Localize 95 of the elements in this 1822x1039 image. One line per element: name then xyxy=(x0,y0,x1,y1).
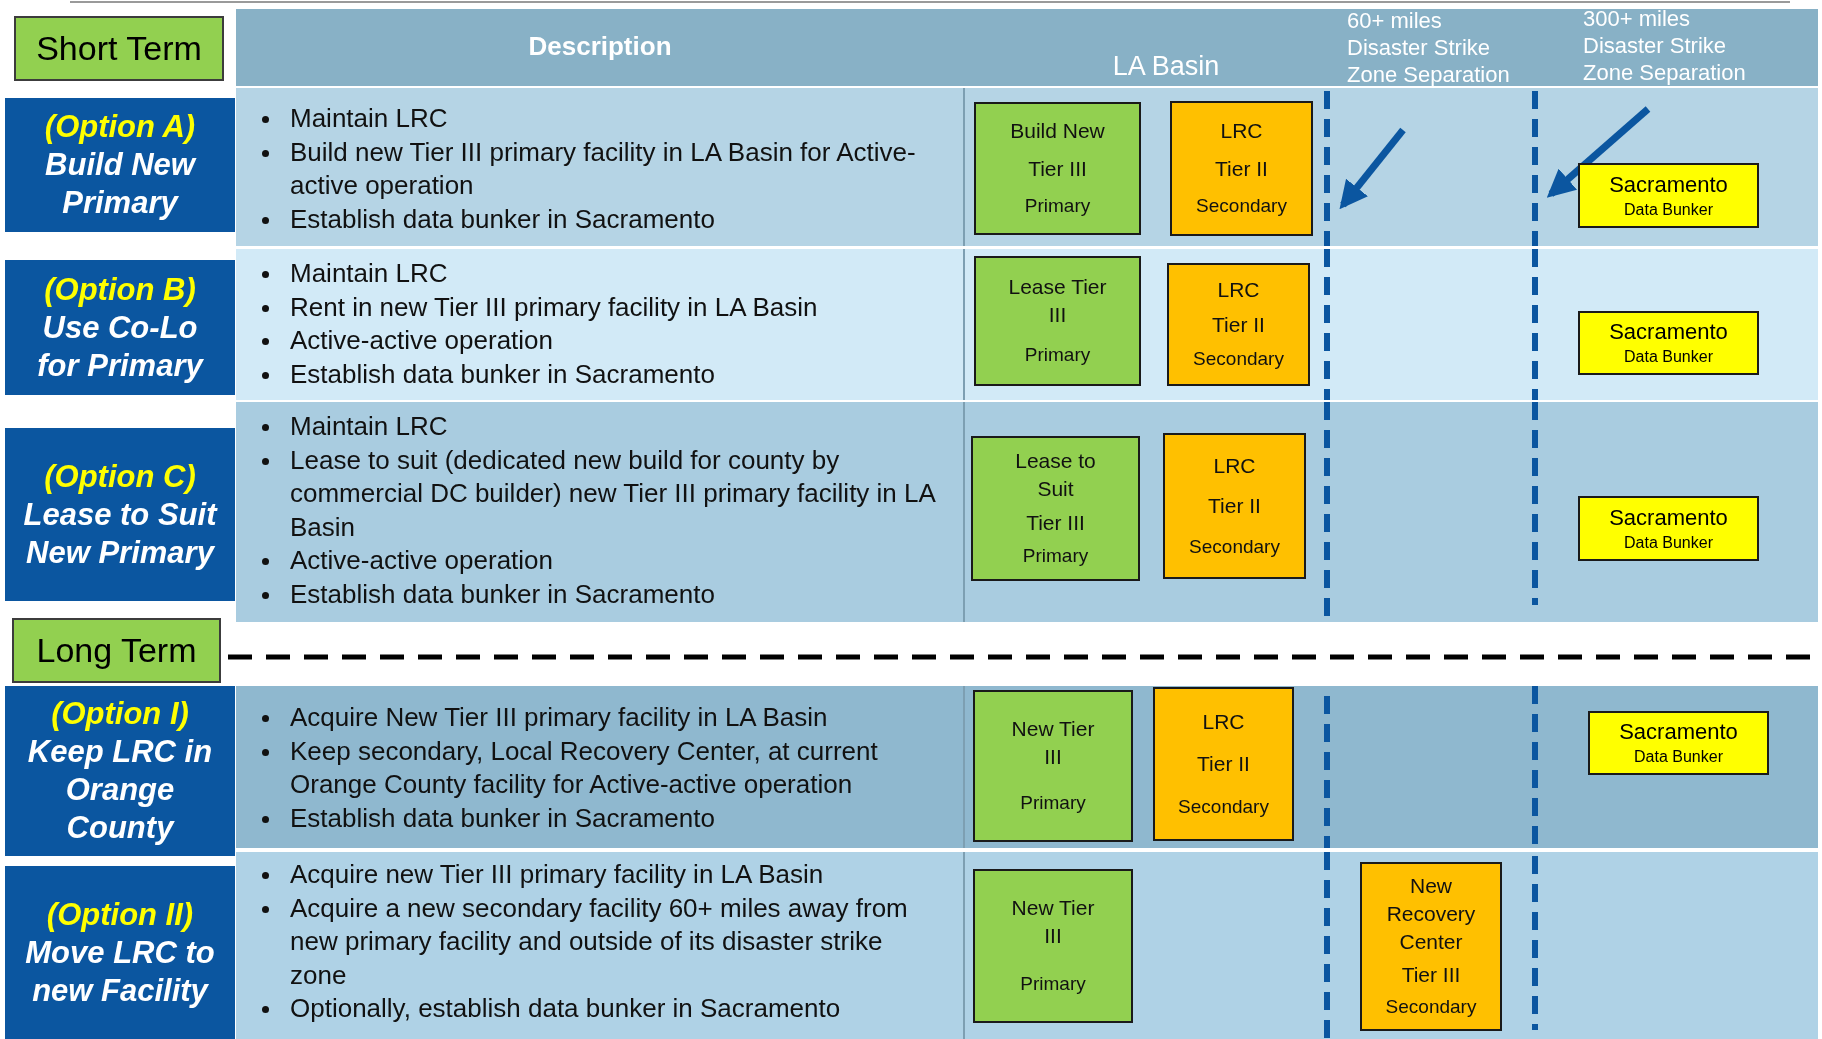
bunker-text: Sacramento xyxy=(1609,503,1728,532)
bullet-text: Active-active operation xyxy=(290,324,555,357)
facility-text: Secondary xyxy=(1189,534,1280,559)
column-heading: 60+ miles Disaster Strike Zone Separation xyxy=(1347,7,1511,88)
column-heading: 300+ miles Disaster Strike Zone Separation xyxy=(1583,5,1747,86)
option-row-band xyxy=(236,852,1818,1039)
option-row-band xyxy=(236,686,1818,848)
facility-box xyxy=(973,869,1133,1023)
facility-box xyxy=(974,102,1141,235)
option-label xyxy=(5,686,235,856)
facility-text: Secondary xyxy=(1193,347,1284,372)
facility-text: Tier III xyxy=(1026,509,1085,536)
option-label xyxy=(5,260,235,395)
data-bunker-box xyxy=(1578,163,1759,228)
option-text: Use Co-Lo for Primary xyxy=(36,308,205,385)
data-bunker-box xyxy=(1578,311,1759,375)
bullet-text: Maintain LRC xyxy=(290,257,449,290)
bunker-text: Data Bunker xyxy=(1624,199,1713,220)
facility-text: LRC xyxy=(1202,708,1245,735)
facility-text: Primary xyxy=(1024,193,1091,218)
facility-text: Tier II xyxy=(1212,311,1265,338)
option-row-band xyxy=(236,249,1818,400)
option-text: (Option B) xyxy=(44,270,196,309)
facility-text: Tier III xyxy=(1401,961,1461,988)
facility-text: Build New xyxy=(1010,118,1105,145)
bullet-text: Establish data bunker in Sacramento xyxy=(290,202,716,236)
facility-text: Primary xyxy=(1022,543,1089,568)
option-text: Lease to Suit New Primary xyxy=(23,495,217,572)
term-label xyxy=(14,16,224,81)
column-heading: Description xyxy=(527,31,673,61)
data-bunker-box xyxy=(1588,711,1769,775)
data-bunker-box xyxy=(1578,496,1759,561)
bullet-text: Acquire New Tier III primary facility in LA Basin xyxy=(290,701,829,734)
bullet-text: Rent in new Tier III primary facility in LA Basin xyxy=(290,290,819,324)
bullet-text: Optionally, establish data bunker in Sacramento xyxy=(290,992,842,1025)
facility-text: New Tier III xyxy=(1010,895,1096,950)
bullet-text: Acquire new Tier III primary facility in LA Basin xyxy=(290,858,825,891)
facility-box xyxy=(1170,101,1313,236)
facility-box xyxy=(1167,263,1310,386)
facility-text: Secondary xyxy=(1178,794,1269,819)
term-label xyxy=(12,618,221,683)
facility-text: Tier II xyxy=(1215,155,1268,182)
facility-box xyxy=(973,690,1133,842)
facility-text: Lease to Suit xyxy=(1014,448,1097,503)
facility-text: Primary xyxy=(1024,342,1091,367)
option-text: (Option C) xyxy=(44,457,196,496)
option-text: (Option A) xyxy=(44,108,196,146)
option-text: Keep LRC in Orange County xyxy=(26,733,214,847)
bullet-text: Build new Tier III primary facility in LA Basin for Active-active operation xyxy=(290,135,917,202)
section-title: Long Term xyxy=(36,631,197,670)
header-band xyxy=(236,9,1818,86)
bullet-text: Maintain LRC xyxy=(290,102,449,135)
bullet-text: Establish data bunker in Sacramento xyxy=(290,577,716,611)
bullet-text: Maintain LRC xyxy=(290,410,449,443)
option-label xyxy=(5,428,235,601)
facility-box xyxy=(1153,687,1294,841)
option-text: (Option I) xyxy=(51,695,189,733)
bunker-text: Sacramento xyxy=(1609,170,1728,199)
bullet-text: Active-active operation xyxy=(290,544,555,577)
facility-text: Lease Tier III xyxy=(1007,274,1108,329)
column-heading: LA Basin xyxy=(1111,51,1221,82)
facility-text: LRC xyxy=(1217,276,1260,303)
facility-text: Tier III xyxy=(1028,155,1087,182)
section-title: Short Term xyxy=(36,29,202,68)
bunker-text: Data Bunker xyxy=(1624,532,1713,553)
option-text: Move LRC to new Facility xyxy=(24,933,216,1010)
facility-text: Secondary xyxy=(1385,994,1477,1019)
option-row-band xyxy=(236,88,1818,246)
facility-text: LRC xyxy=(1220,117,1263,144)
option-text: (Option II) xyxy=(46,895,194,934)
option-label xyxy=(5,866,235,1039)
facility-box xyxy=(974,256,1141,386)
facility-text: LRC xyxy=(1213,452,1256,479)
bullet-text: Acquire a new secondary facility 60+ miles away from new primary facility and outside of its disaster strike zone xyxy=(290,891,909,992)
bullet-text: Lease to suit (dedicated new build for county by commercial DC builder) new Tier III primary facility in LA Basin xyxy=(290,443,935,544)
bunker-text: Data Bunker xyxy=(1624,347,1713,367)
bunker-text: Sacramento xyxy=(1619,718,1738,746)
facility-box xyxy=(1163,433,1306,579)
option-row-band xyxy=(236,402,1818,622)
facility-text: New Recovery Center xyxy=(1385,873,1477,956)
facility-box xyxy=(1360,862,1502,1031)
facility-box xyxy=(971,436,1140,581)
facility-text: New Tier III xyxy=(1010,715,1096,770)
facility-text: Tier II xyxy=(1208,493,1261,519)
option-text: Build New Primary xyxy=(44,146,198,222)
bullet-text: Keep secondary, Local Recovery Center, at current Orange County facility for Active-active operation xyxy=(290,734,879,801)
option-label xyxy=(5,98,235,232)
bullet-text: Establish data bunker in Sacramento xyxy=(290,357,716,391)
bunker-text: Data Bunker xyxy=(1634,747,1723,767)
bunker-text: Sacramento xyxy=(1609,318,1728,346)
facility-text: Primary xyxy=(1020,791,1086,816)
facility-text: Primary xyxy=(1020,971,1086,996)
bullet-text: Establish data bunker in Sacramento xyxy=(290,801,716,835)
facility-text: Secondary xyxy=(1196,194,1287,219)
facility-text: Tier II xyxy=(1197,751,1250,777)
